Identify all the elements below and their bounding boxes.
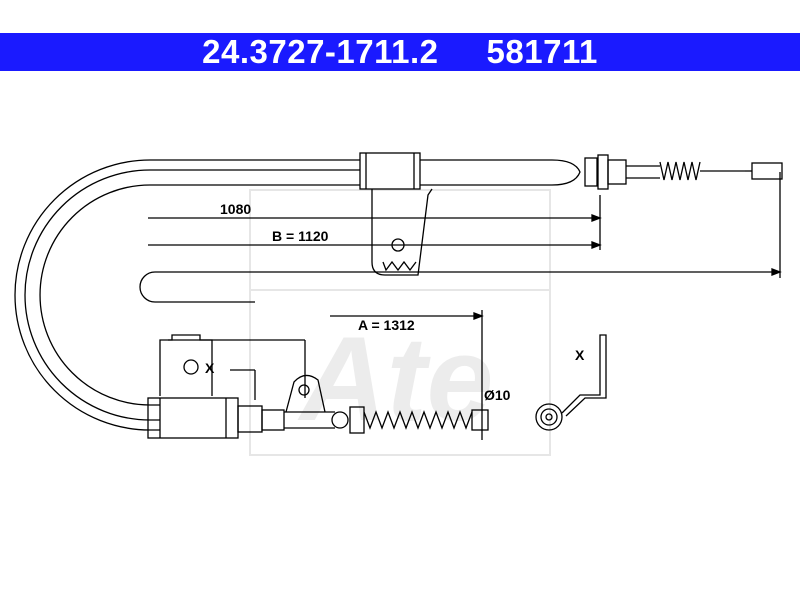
spring-clip-detail — [535, 334, 607, 431]
cable-inner — [39, 184, 360, 406]
bottom-ferrule — [147, 397, 239, 439]
top-bracket — [371, 188, 433, 276]
bottom-boot — [363, 410, 473, 430]
cable-outer — [14, 159, 360, 431]
reference-number: 581711 — [486, 33, 598, 70]
bottom-bracket-hole — [183, 359, 199, 375]
dim-1080-label: 1080 — [220, 201, 251, 217]
cable-return — [139, 271, 780, 303]
top-ferrule — [359, 152, 421, 190]
top-nut — [584, 157, 598, 187]
top-end-eye — [751, 162, 783, 180]
part-number: 24.3727-1711.2 — [202, 33, 439, 70]
header-bar: 24.3727-1711.2 581711 — [0, 33, 800, 71]
dim-b-label: B = 1120 — [272, 228, 329, 244]
diameter-label: Ø10 — [484, 387, 511, 403]
marker-x-left: X — [205, 360, 215, 376]
cable-middle — [24, 169, 360, 421]
bottom-end — [471, 409, 489, 431]
marker-x-right: X — [575, 347, 585, 363]
top-spring — [659, 161, 701, 181]
dim-a-label: A = 1312 — [358, 317, 415, 333]
